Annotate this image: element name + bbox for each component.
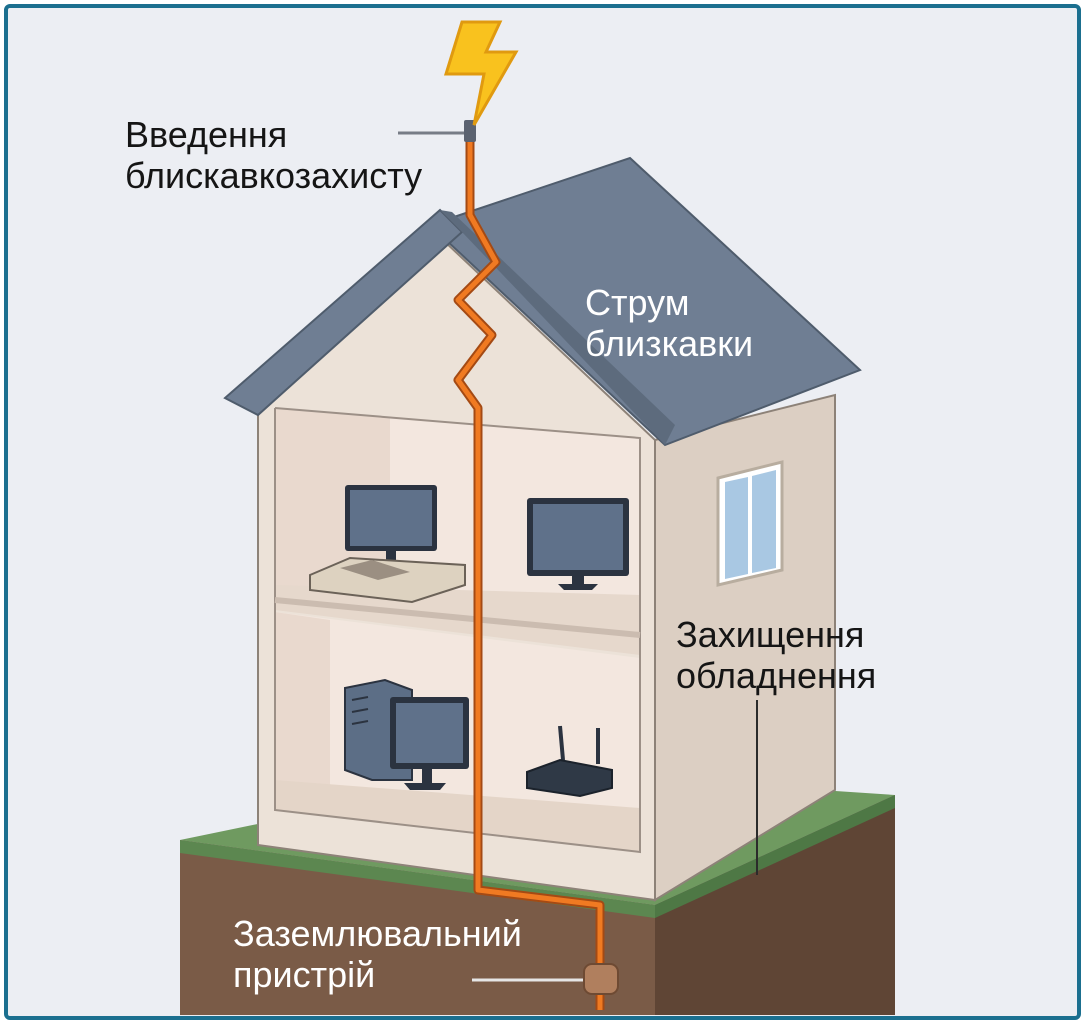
label-lightning-current-line1: Струм: [585, 282, 690, 323]
lightning-current-path-core: [455, 142, 603, 1010]
label-lightning-rod-line2: блискавкозахисту: [125, 155, 423, 196]
label-lightning-rod: Введення блискавкозахисту: [125, 114, 422, 196]
soil-side: [655, 795, 895, 1015]
soil-front: [180, 840, 655, 1015]
lightning-rod-icon: [398, 120, 476, 142]
laptop-icon: [309, 556, 466, 604]
label-lightning-current: Струм близкавки: [585, 282, 753, 364]
label-equipment-protection: Захищення обладнення: [676, 614, 876, 696]
grounding-device-icon: [472, 963, 619, 995]
label-grounding-device-line2: пристрій: [233, 954, 376, 995]
interior-lower-left: [275, 612, 330, 810]
label-grounding-device: Заземлювальний пристрій: [233, 913, 522, 995]
label-lightning-current-line2: близкавки: [585, 323, 754, 364]
interior-lower-floor: [275, 780, 640, 852]
monitor-icon: [345, 485, 437, 567]
floor-divider: [274, 597, 641, 638]
roof-ridge: [440, 210, 675, 445]
label-equipment-protection-line1: Захищення: [676, 614, 865, 655]
roof: [223, 156, 862, 447]
label-equipment-protection-line2: обладнення: [676, 655, 877, 696]
side-window-icon: [716, 460, 784, 587]
monitor-icon-3: [390, 697, 469, 790]
lightning-bolt-icon: [443, 20, 519, 126]
interior-outline: [274, 407, 641, 854]
roof-main: [428, 156, 862, 447]
router-icon: [526, 725, 613, 798]
label-lightning-rod-line1: Введення: [125, 114, 288, 155]
label-grounding-device-line1: Заземлювальний: [233, 913, 522, 954]
grass-edge-side: [655, 795, 895, 918]
monitor-icon-2: [527, 498, 629, 590]
